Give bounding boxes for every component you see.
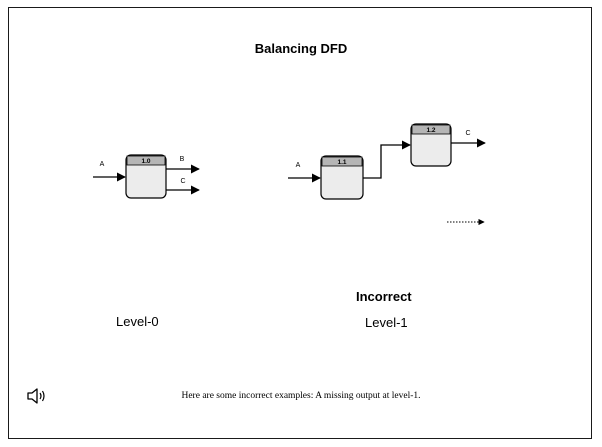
level0-output-b-label: B <box>180 156 185 163</box>
process-1-2: 1.2 <box>410 123 452 167</box>
slide-title: Balancing DFD <box>254 41 348 56</box>
speaker-icon[interactable] <box>26 386 48 406</box>
process-1-1-id: 1.1 <box>337 159 346 166</box>
incorrect-label: Incorrect <box>356 289 412 304</box>
process-1-1: 1.1 <box>320 155 364 200</box>
process-1-2-id: 1.2 <box>426 127 435 134</box>
level0-input-label: A <box>100 161 105 168</box>
slide-frame <box>8 7 592 439</box>
level0-output-c-label: C <box>180 178 185 185</box>
process-1-0: 1.0 <box>125 154 167 199</box>
level1-output-c-label: C <box>465 130 470 137</box>
slide-caption: Here are some incorrect examples: A miss… <box>181 391 421 401</box>
level0-label: Level-0 <box>116 314 159 329</box>
level1-internal-flow <box>363 140 411 179</box>
level1-label: Level-1 <box>365 315 408 330</box>
level1-input-label: A <box>296 162 301 169</box>
process-1-0-id: 1.0 <box>141 158 150 165</box>
